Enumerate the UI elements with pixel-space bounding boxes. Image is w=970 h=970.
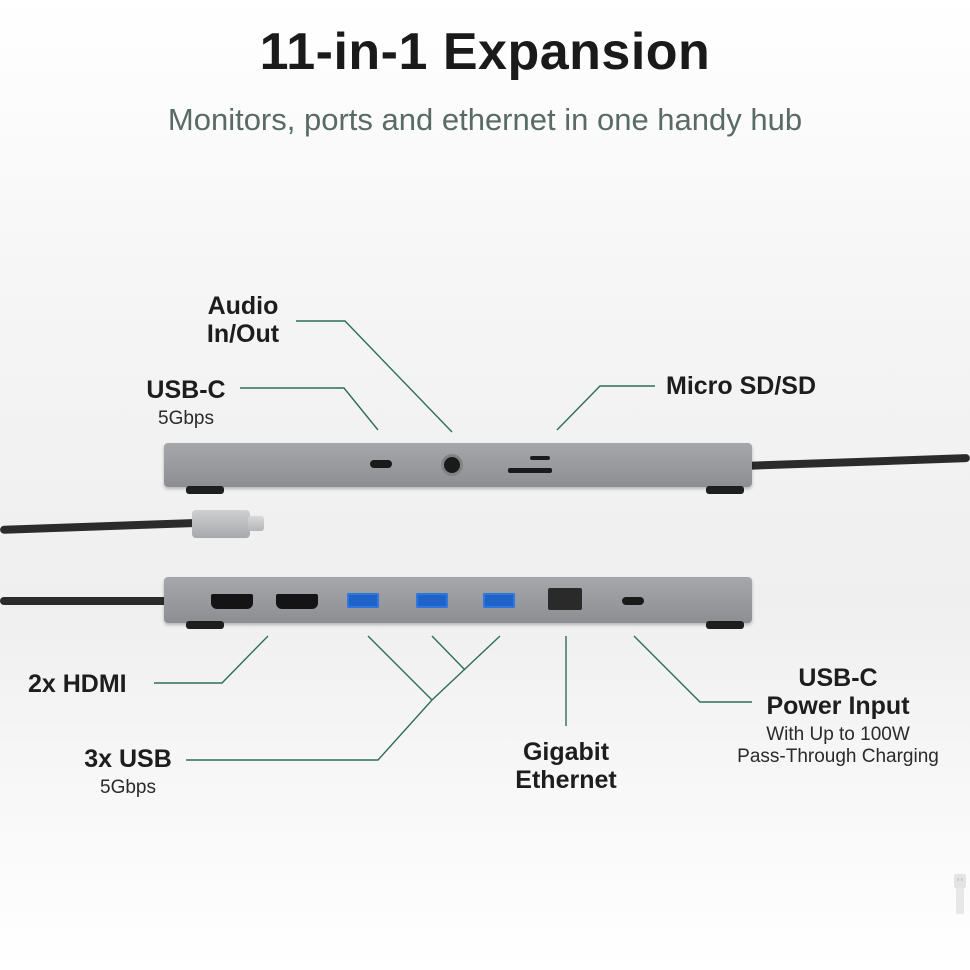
audio-callout-line1: Audio [207, 292, 279, 320]
usbc-top-leader-line [240, 387, 379, 431]
usb-a-port-1 [347, 593, 379, 608]
hdmi-port-1 [211, 594, 253, 609]
bottom-hub-body [164, 577, 752, 623]
power-callout: USB-C Power Input With Up to 100W Pass-T… [715, 664, 961, 768]
microsd-slot [530, 456, 550, 460]
page-subtitle: Monitors, ports and ethernet in one hand… [167, 102, 803, 137]
usb-a-port-2 [416, 593, 448, 608]
power-usbc-port [622, 597, 644, 605]
sd-card-slot [508, 468, 552, 473]
audio-leader-line [296, 320, 453, 433]
bottom-hub-foot-left [186, 621, 224, 629]
top-usbc-port [370, 460, 392, 468]
usb-callout-title: 3x USB [84, 745, 172, 773]
usbc-plug-housing [192, 510, 250, 538]
audio-callout: Audio In/Out [188, 292, 298, 348]
micro-sd-callout: Micro SD/SD [666, 372, 817, 400]
usbc-top-callout-sub: 5Gbps [158, 408, 214, 429]
usb-icon [954, 874, 966, 914]
power-callout-line1: USB-C [798, 664, 878, 692]
hdmi-leader-line [154, 635, 269, 684]
top-hub-body [164, 443, 752, 487]
ethernet-callout: Gigabit Ethernet [506, 738, 626, 794]
audio-jack-port [444, 457, 460, 473]
ethernet-port [548, 588, 582, 610]
usb-leader-line-mid [431, 635, 466, 671]
power-leader-line [633, 635, 752, 703]
usb-a-port-3 [483, 593, 515, 608]
usbc-top-callout-title: USB-C [146, 376, 226, 404]
usb-callout: 3x USB 5Gbps [72, 745, 184, 799]
usbc-top-callout: USB-C 5Gbps [130, 376, 242, 430]
hdmi-port-2 [276, 594, 318, 609]
micro-sd-leader-line [556, 385, 655, 431]
bottom-hub-foot-right [706, 621, 744, 629]
top-hub-foot-left [186, 486, 224, 494]
bottom-hub-cable [0, 597, 170, 605]
power-callout-sub1: With Up to 100W [766, 724, 910, 745]
usb-callout-sub: 5Gbps [100, 777, 156, 798]
power-callout-line2: Power Input [766, 692, 910, 720]
hdmi-callout: 2x HDMI [28, 670, 127, 698]
ethernet-callout-line2: Ethernet [515, 766, 617, 794]
page-title: 11-in-1 Expansion [259, 23, 711, 81]
usbc-plug-tip [248, 516, 264, 531]
top-hub-foot-right [706, 486, 744, 494]
usb-leader-line-main [186, 635, 501, 761]
audio-callout-line2: In/Out [206, 320, 280, 348]
ethernet-callout-line1: Gigabit [522, 738, 610, 766]
power-callout-sub2: Pass-Through Charging [737, 746, 939, 767]
usb-leader-line-left [367, 635, 433, 701]
